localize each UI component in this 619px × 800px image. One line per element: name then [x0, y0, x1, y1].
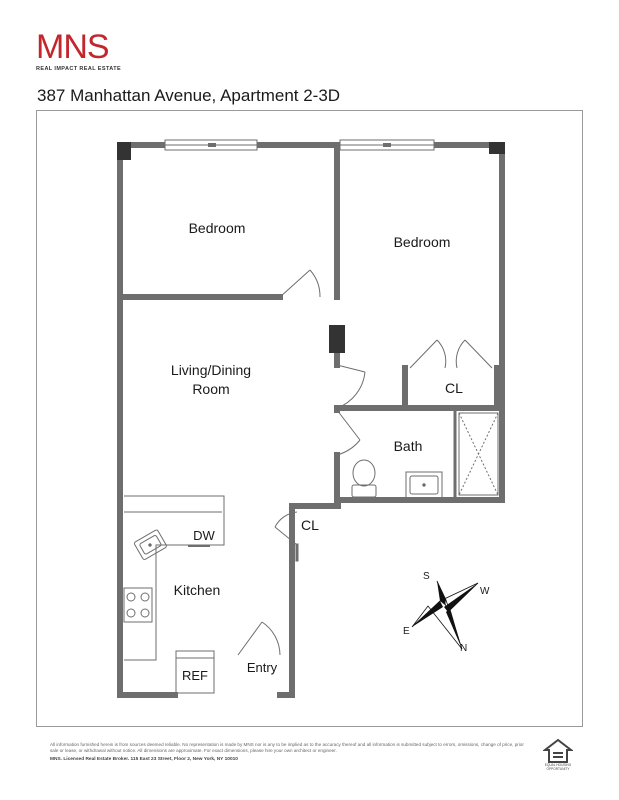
equal-housing-icon — [543, 738, 573, 763]
label-bedroom-1: Bedroom — [189, 220, 246, 236]
label-bath: Bath — [394, 438, 423, 454]
equal-housing-label: EQUAL HOUSING OPPORTUNITY — [544, 763, 572, 771]
compass-s: S — [423, 571, 430, 582]
doors — [237, 269, 493, 656]
label-entry: Entry — [247, 660, 278, 675]
fixtures — [123, 412, 499, 694]
label-refrigerator: REF — [182, 668, 208, 683]
disclaimer-text: All information furnished herein is from… — [50, 742, 524, 753]
structural-columns — [117, 142, 505, 353]
broker-info: MNS. Licensed Real Estate Broker. 115 Ea… — [50, 757, 238, 762]
listing-address: 387 Manhattan Avenue, Apartment 2-3D — [37, 86, 341, 105]
label-closet-bedroom: CL — [445, 380, 463, 396]
logo-tagline: REAL IMPACT REAL ESTATE — [36, 66, 122, 72]
compass-rose: S W E N — [403, 571, 490, 654]
label-living-line1: Living/Dining — [171, 362, 251, 378]
floorplan-frame — [36, 110, 583, 727]
label-living-line2: Room — [192, 381, 229, 397]
compass-n: N — [460, 643, 467, 654]
brand-logo: MNS REAL IMPACT REAL ESTATE — [36, 30, 136, 72]
label-dishwasher: DW — [193, 528, 215, 543]
room-labels: Bedroom Bedroom Living/Dining Room CL Ba… — [171, 220, 463, 683]
label-closet-entry: CL — [301, 517, 319, 533]
label-bedroom-2: Bedroom — [394, 234, 451, 250]
logo-mark: MNS — [36, 28, 110, 66]
compass-e: E — [403, 626, 410, 637]
walls — [117, 142, 505, 698]
compass-w: W — [480, 586, 490, 597]
label-kitchen: Kitchen — [174, 582, 221, 598]
